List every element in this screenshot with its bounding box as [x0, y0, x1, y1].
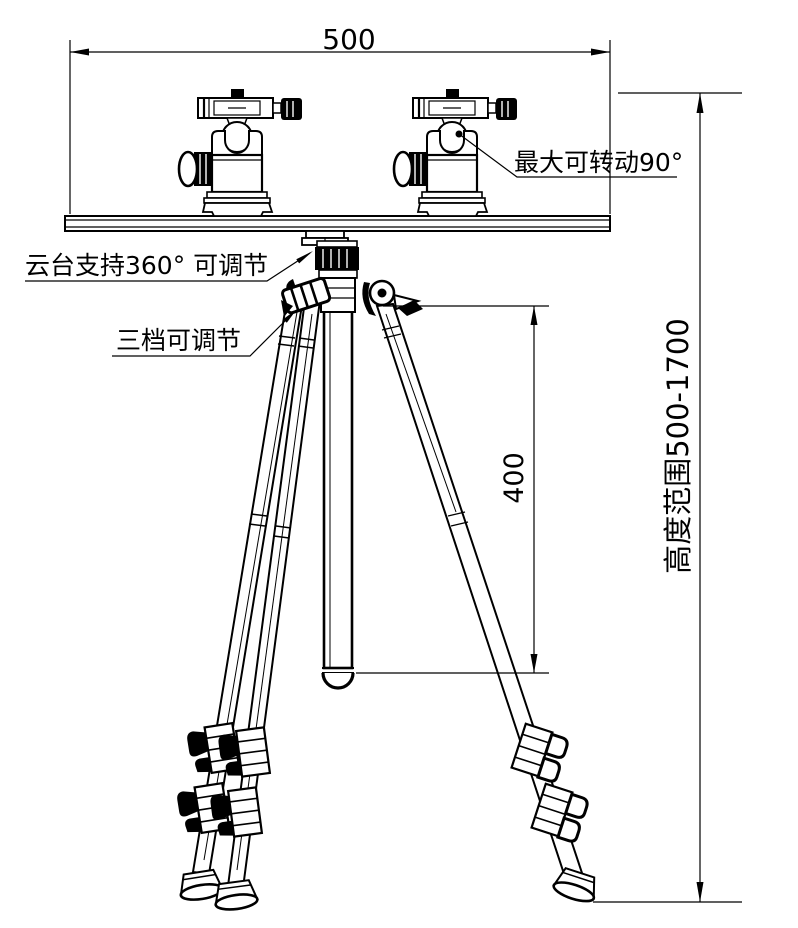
ball-head-right	[392, 87, 519, 218]
arrow-top	[530, 306, 538, 325]
knurled-pan-ring	[315, 247, 359, 270]
annotation-leg-sections-label: 三档可调节	[116, 326, 241, 355]
dimension-width-500: 500	[69, 23, 611, 214]
crossbar-plate	[64, 215, 611, 232]
arrow-bottom	[696, 882, 704, 902]
annotation-pan-adjust: 云台支持360° 可调节	[25, 251, 313, 282]
arrow-right	[591, 48, 610, 56]
foot-left-front	[211, 878, 260, 913]
leader-arrow	[283, 309, 297, 323]
ball-head-left	[177, 87, 304, 218]
arrow-bottom	[530, 654, 538, 673]
leader-arrow	[296, 251, 313, 264]
arrow-left	[70, 48, 89, 56]
pan-collar-assembly	[301, 230, 359, 279]
hub-flip-lock	[281, 276, 332, 317]
leg-hub	[281, 276, 423, 317]
dimension-height-range: 高度范围500-1700	[593, 92, 742, 903]
dimension-width-label: 500	[322, 23, 375, 56]
annotation-max-rotation-label: 最大可转动90°	[514, 148, 683, 177]
arrow-top	[696, 93, 704, 113]
foot-right	[550, 864, 602, 907]
annotation-leg-sections: 三档可调节	[112, 309, 297, 357]
center-column	[321, 306, 355, 690]
dimension-column-400: 400	[356, 305, 549, 674]
dimension-column-label: 400	[499, 452, 530, 504]
annotation-max-rotation: 最大可转动90°	[455, 130, 683, 178]
dimension-height-label: 高度范围500-1700	[661, 318, 695, 574]
column-end-cap	[321, 672, 355, 690]
annotation-pan-adjust-label: 云台支持360° 可调节	[25, 251, 268, 280]
